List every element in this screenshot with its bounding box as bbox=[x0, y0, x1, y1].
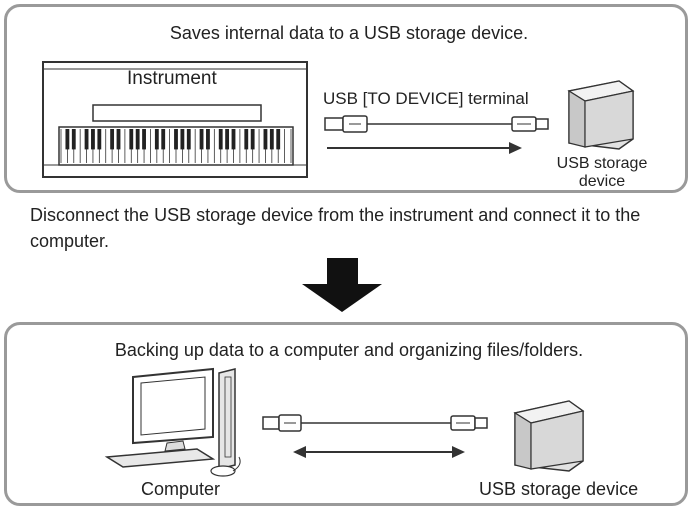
right-arrow-icon bbox=[509, 142, 522, 154]
computer-label: Computer bbox=[141, 479, 221, 499]
usb-storage-label-line2: device bbox=[578, 173, 626, 190]
usb-plug-icon bbox=[511, 116, 549, 132]
usb-plug-icon bbox=[324, 115, 368, 133]
instrument-label: Instrument bbox=[127, 68, 217, 89]
usb-plug-icon bbox=[450, 415, 488, 431]
usb-storage-icon bbox=[567, 80, 635, 150]
usb-storage-label-line1: USB storage bbox=[556, 155, 648, 172]
usb-storage-icon bbox=[513, 400, 585, 472]
right-arrow-icon bbox=[452, 446, 465, 458]
instruction-text: Disconnect the USB storage device from t… bbox=[30, 205, 641, 251]
down-arrow-icon bbox=[302, 258, 382, 312]
piano-keys bbox=[60, 129, 292, 163]
bottom-panel: Backing up data to a computer and organi… bbox=[4, 322, 688, 506]
left-arrow-icon bbox=[293, 446, 306, 458]
terminal-label: USB [TO DEVICE] terminal bbox=[323, 89, 529, 108]
piano-icon bbox=[42, 61, 308, 178]
top-panel: Saves internal data to a USB storage dev… bbox=[4, 4, 688, 193]
computer-icon bbox=[104, 367, 241, 477]
bottom-panel-title: Backing up data to a computer and organi… bbox=[114, 340, 584, 360]
top-panel-illustration bbox=[42, 61, 635, 178]
usb-storage-label: USB storage device bbox=[547, 155, 657, 191]
top-panel-title: Saves internal data to a USB storage dev… bbox=[169, 23, 529, 43]
bottom-panel-illustration bbox=[104, 367, 585, 477]
usb-storage-label: USB storage device bbox=[479, 479, 639, 499]
usb-plug-icon bbox=[262, 414, 302, 432]
